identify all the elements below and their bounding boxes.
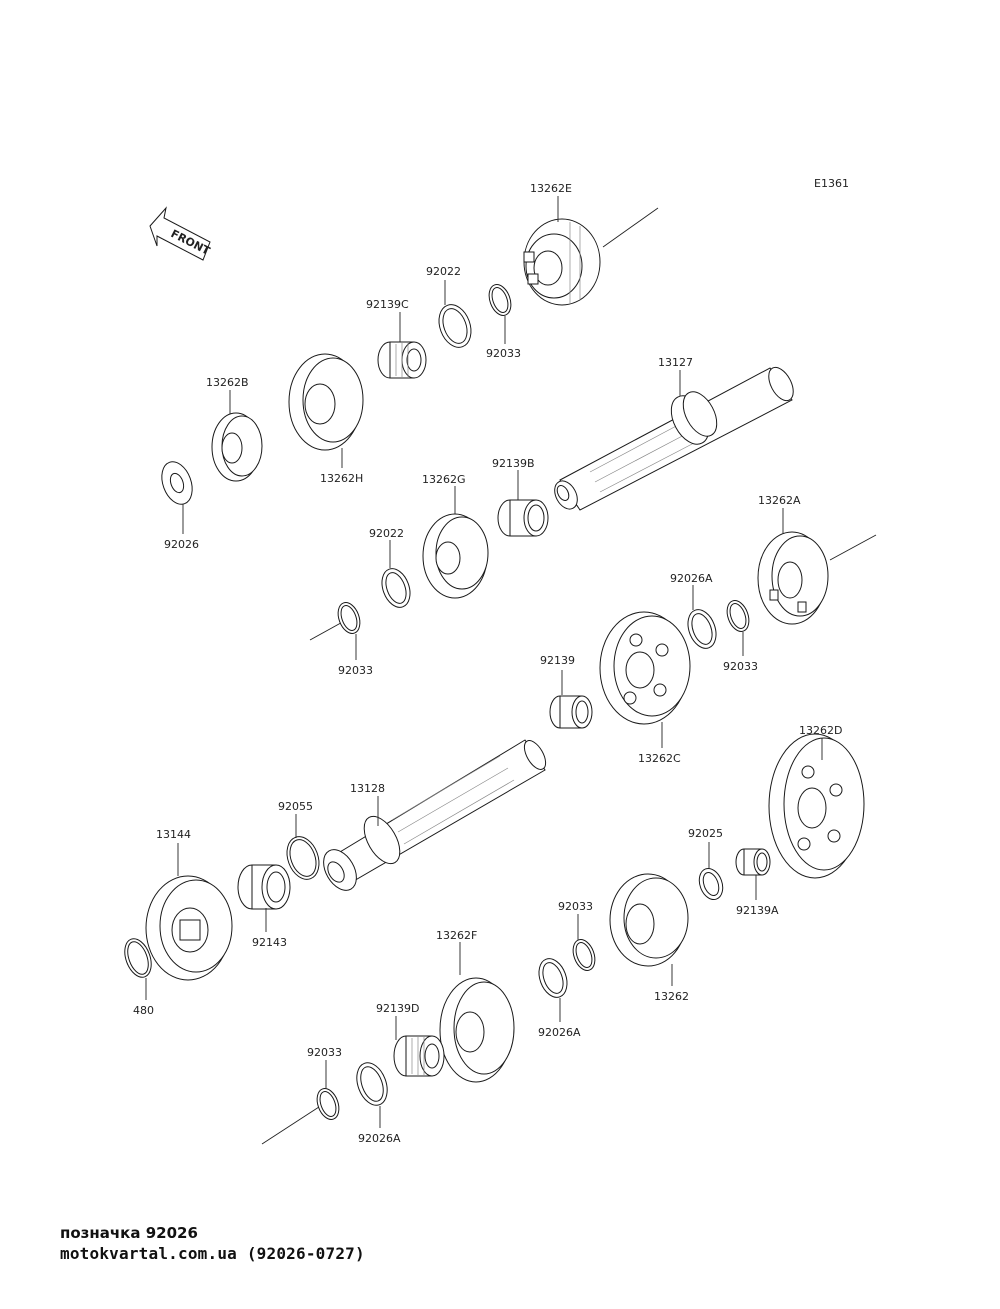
label-13127: 13127 <box>658 356 693 369</box>
label-92026A-middle: 92026A <box>670 572 713 585</box>
label-92022-upper: 92022 <box>426 265 461 278</box>
diagram-code: E1361 <box>814 177 849 190</box>
circlip-92033-lower-mid <box>572 939 596 971</box>
washer-92022-upper <box>438 304 472 348</box>
sprocket-13144 <box>145 875 233 981</box>
bush-92139 <box>549 695 593 729</box>
label-13128: 13128 <box>350 782 385 795</box>
label-13262C: 13262C <box>638 752 681 765</box>
caption-marker: позначка 92026 <box>60 1224 198 1242</box>
label-92033-middle-left: 92033 <box>338 664 373 677</box>
bearing-92139C <box>377 341 427 379</box>
washer-92026 <box>161 461 193 505</box>
gear-13262B <box>211 412 263 482</box>
bush-92139B <box>497 499 549 537</box>
shaft-13127 <box>554 366 794 511</box>
label-13262H: 13262H <box>320 472 363 485</box>
label-92026: 92026 <box>164 538 199 551</box>
circlip-480 <box>124 938 152 978</box>
label-92139C: 92139C <box>366 298 409 311</box>
label-92033-lower-mid: 92033 <box>558 900 593 913</box>
washer-92025 <box>698 868 724 900</box>
label-13144: 13144 <box>156 828 191 841</box>
gear-13262H <box>288 353 364 451</box>
collar-92143 <box>237 864 291 910</box>
label-92022-middle: 92022 <box>369 527 404 540</box>
circlip-92033-upper <box>488 284 512 316</box>
shaft-13128 <box>323 739 547 891</box>
caption-source: motokvartal.com.ua (92026-0727) <box>60 1244 365 1263</box>
gear-13262C <box>599 611 691 725</box>
label-92139B: 92139B <box>492 457 535 470</box>
label-92033-bottom: 92033 <box>307 1046 342 1059</box>
label-13262E: 13262E <box>530 182 572 195</box>
gear-13262G <box>422 513 489 599</box>
washer-92026A-lower-mid <box>538 958 568 998</box>
label-92139A: 92139A <box>736 904 779 917</box>
bush-92139A <box>735 848 771 876</box>
front-arrow-icon: FRONT <box>149 206 212 261</box>
axis-lines <box>261 207 877 1145</box>
bearing-92139D <box>393 1035 445 1077</box>
label-13262B: 13262B <box>206 376 249 389</box>
gear-13262 <box>609 873 689 967</box>
label-92026A-bottom: 92026A <box>358 1132 401 1145</box>
label-92025: 92025 <box>688 827 723 840</box>
label-13262G: 13262G <box>422 473 466 486</box>
circlip-92033-bottom <box>316 1088 340 1120</box>
gear-13262D <box>768 733 865 879</box>
label-13262D: 13262D <box>799 724 842 737</box>
label-13262A: 13262A <box>758 494 801 507</box>
label-92139D: 92139D <box>376 1002 419 1015</box>
label-480: 480 <box>133 1004 154 1017</box>
label-92143: 92143 <box>252 936 287 949</box>
gear-13262A <box>757 531 829 625</box>
gear-13262F <box>439 977 515 1083</box>
o-ring-92055 <box>286 836 320 880</box>
label-92033-upper: 92033 <box>486 347 521 360</box>
washer-92026A-middle <box>687 609 717 649</box>
circlip-92033-middle-right <box>726 600 750 632</box>
label-13262: 13262 <box>654 990 689 1003</box>
label-13262F: 13262F <box>436 929 477 942</box>
label-92026A-lower-mid: 92026A <box>538 1026 581 1039</box>
label-92033-middle-right: 92033 <box>723 660 758 673</box>
washer-92022-middle <box>381 568 411 608</box>
washer-92026A-bottom <box>356 1062 388 1106</box>
gear-13262E <box>523 218 601 306</box>
circlip-92033-middle-left <box>337 602 361 634</box>
label-92139: 92139 <box>540 654 575 667</box>
label-92055: 92055 <box>278 800 313 813</box>
